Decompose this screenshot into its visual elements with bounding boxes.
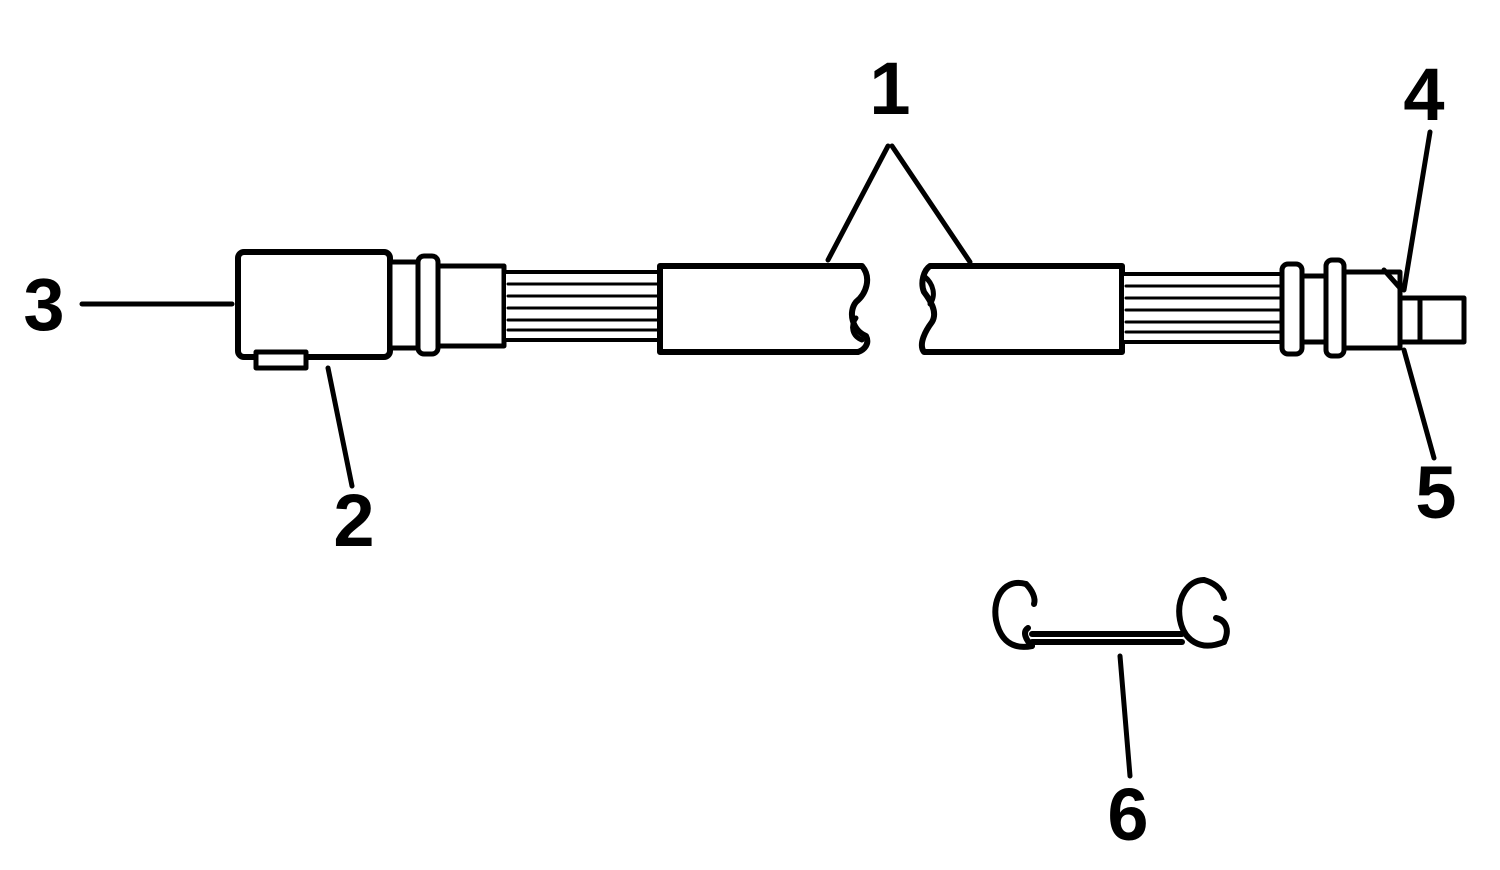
callout-1: 1 [869,47,910,130]
callout-6: 6 [1107,773,1148,856]
right-fitting-spacer [1299,273,1329,345]
right-fitting-collar-b [1323,257,1347,359]
callout-3: 3 [23,263,64,346]
right-fitting-collar-a [1279,261,1305,357]
leader-line-5 [1401,347,1437,461]
callout-2: 2 [333,479,374,562]
callout-numbers: 1 2 3 4 5 6 [23,47,1456,856]
left-fitting-neck [387,259,421,351]
right-hose-cover [918,263,1125,355]
right-fitting-assembly [1279,257,1467,359]
left-hose-braid-lines [506,282,662,332]
right-fitting-nipple [1397,295,1467,345]
leader-line-2 [325,365,355,489]
left-crimp-sleeve [435,263,507,349]
left-fitting-tab [253,349,309,371]
left-hose-section [502,263,871,355]
leader-line-1-right [889,143,973,265]
callout-5: 5 [1415,451,1456,534]
callout-4: 4 [1403,53,1444,136]
retaining-clip [992,577,1230,650]
left-hose-cover [657,263,871,355]
left-fitting-assembly [235,249,507,371]
leader-line-1-left [825,143,891,263]
leader-line-4 [1401,129,1433,293]
retaining-clip-left-ring [992,579,1035,650]
right-fitting-hex [1341,269,1403,351]
leader-lines [79,129,1437,779]
right-hose-section [918,263,1284,355]
right-hose-braid-lines [1124,284,1282,334]
left-fitting-collar [415,253,441,357]
left-fitting-block [235,249,393,360]
retaining-clip-right-ring [1176,577,1227,649]
leader-line-6 [1117,653,1133,779]
